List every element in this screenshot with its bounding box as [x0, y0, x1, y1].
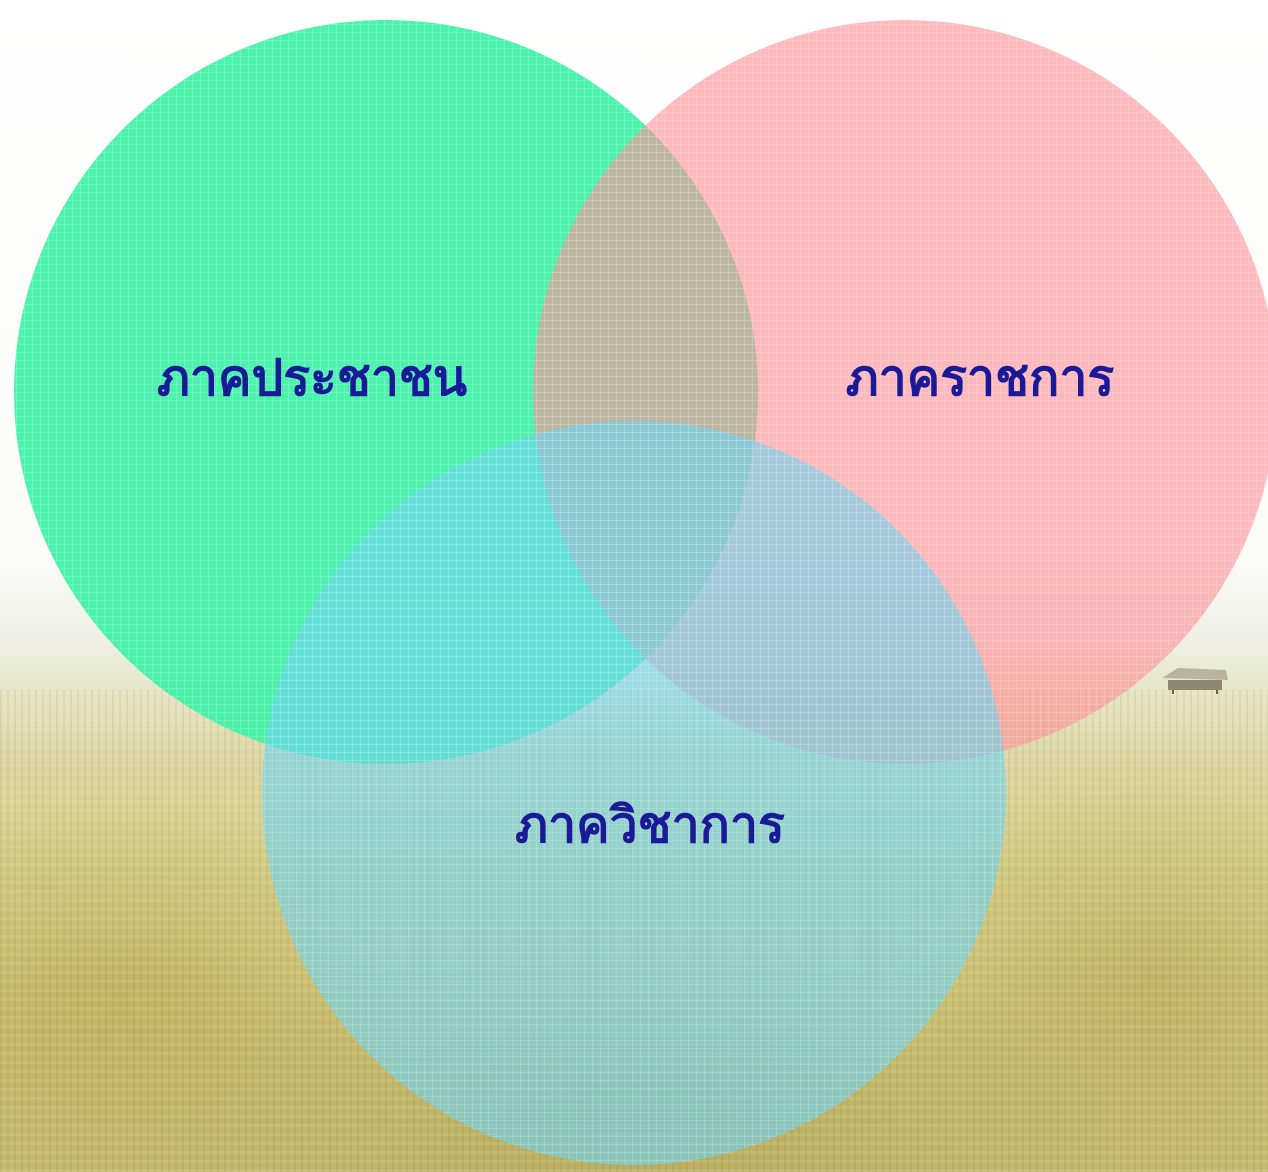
label-government-sector: ภาคราชการ — [846, 353, 1115, 403]
label-academic-sector: ภาควิชาการ — [515, 800, 785, 850]
label-people-sector: ภาคประชาชน — [157, 353, 467, 403]
circle-academic — [262, 421, 1006, 1165]
